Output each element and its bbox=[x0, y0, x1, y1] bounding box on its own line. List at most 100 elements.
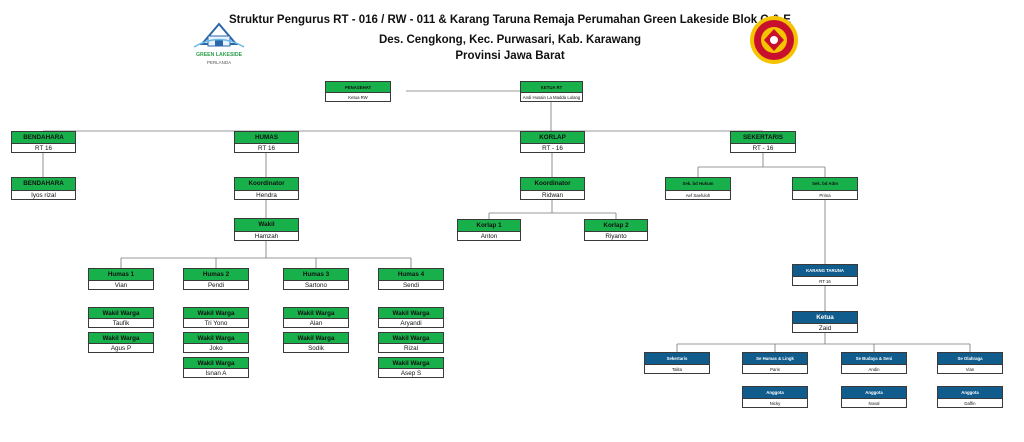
node-wakil-warga: Wakil Warga Joko bbox=[183, 332, 249, 353]
node-name: Alan bbox=[284, 318, 348, 328]
logo-left-title: GREEN LAKESIDE bbox=[196, 52, 243, 58]
node-name: Talita bbox=[645, 364, 709, 374]
node-kt-anggota: Anggota Daffin bbox=[937, 386, 1003, 408]
node-humas-1: Humas 1 Vian bbox=[88, 268, 154, 290]
node-name: Pendi bbox=[184, 280, 248, 290]
green-lakeside-logo: GREEN LAKESIDE PERLANDA bbox=[188, 14, 250, 68]
node-title: Anggota bbox=[842, 387, 906, 398]
node-name: Asep S bbox=[379, 368, 443, 378]
node-title: Humas 2 bbox=[184, 269, 248, 280]
node-title: Anggota bbox=[743, 387, 807, 398]
node-name: Paris bbox=[743, 364, 807, 374]
node-wakil-warga: Wakil Warga Rizal bbox=[378, 332, 444, 353]
node-wakil-warga: Wakil Warga Agus P bbox=[88, 332, 154, 353]
node-title: Se Budaya & Seni bbox=[842, 353, 906, 364]
node-name: Noval bbox=[842, 398, 906, 408]
logo-left-sub: PERLANDA bbox=[207, 60, 231, 65]
node-title: PENASEHAT bbox=[326, 82, 390, 93]
node-name: Agus P bbox=[89, 343, 153, 353]
node-name: Aef Saefuloh bbox=[666, 189, 730, 200]
node-kt-humas: Se Humas & Lingk Paris bbox=[742, 352, 808, 374]
node-title: KARANG TARUNA bbox=[793, 265, 857, 276]
node-name: Nicky bbox=[743, 398, 807, 408]
karang-taruna-emblem-icon bbox=[748, 14, 800, 66]
node-ketua-kt: Ketua Zaid bbox=[792, 311, 858, 333]
node-kt-sekertaris: Sekertaris Talita bbox=[644, 352, 710, 374]
node-wakil-warga: Wakil Warga Asep S bbox=[378, 357, 444, 378]
node-name: Ridwan bbox=[521, 189, 584, 200]
node-name: Vian bbox=[89, 280, 153, 290]
node-name: Iyos rizal bbox=[12, 189, 75, 200]
node-name: RT 16 bbox=[235, 143, 298, 153]
node-kt-anggota: Anggota Nicky bbox=[742, 386, 808, 408]
node-title: Koordinator bbox=[235, 178, 298, 190]
node-name: RT - 16 bbox=[731, 143, 795, 153]
node-title: Wakil Warga bbox=[379, 308, 443, 319]
node-humas-4: Humas 4 Sendi bbox=[378, 268, 444, 290]
node-title: Sek. bd Adm bbox=[793, 178, 857, 190]
node-humas: HUMAS RT 16 bbox=[234, 131, 299, 153]
node-title: Wakil Warga bbox=[284, 308, 348, 319]
node-title: Humas 4 bbox=[379, 269, 443, 280]
node-name: Joko bbox=[184, 343, 248, 353]
node-name: Sendi bbox=[379, 280, 443, 290]
node-humas-2: Humas 2 Pendi bbox=[183, 268, 249, 290]
node-sekertaris: SEKERTARIS RT - 16 bbox=[730, 131, 796, 153]
node-kt-anggota: Anggota Noval bbox=[841, 386, 907, 408]
node-name: Anton bbox=[458, 231, 520, 241]
node-name: Isnan A bbox=[184, 368, 248, 378]
chart-subtitle-location: Des. Cengkong, Kec. Purwasari, Kab. Kara… bbox=[378, 34, 642, 46]
node-name: Riyanto bbox=[585, 231, 647, 241]
node-title: Wakil Warga bbox=[284, 333, 348, 344]
node-title: Wakil bbox=[235, 219, 298, 231]
node-humas-3: Humas 3 Sartono bbox=[283, 268, 349, 290]
node-karang-taruna: KARANG TARUNA RT 16 bbox=[792, 264, 858, 286]
node-bendahara: BENDAHARA RT 16 bbox=[11, 131, 76, 153]
node-title: BENDAHARA bbox=[12, 132, 75, 143]
node-name: Hamzah bbox=[235, 230, 298, 241]
node-title: Se Olahraga bbox=[938, 353, 1002, 364]
node-title: Wakil Warga bbox=[184, 333, 248, 344]
node-sek-hukum: Sek. bd Hukum Aef Saefuloh bbox=[665, 177, 731, 200]
node-wakil-warga: Wakil Warga Isnan A bbox=[183, 357, 249, 378]
node-title: Wakil Warga bbox=[89, 308, 153, 319]
node-name: Sodik bbox=[284, 343, 348, 353]
node-title: Anggota bbox=[938, 387, 1002, 398]
node-name: Ketua RW bbox=[326, 92, 390, 102]
node-name: Andi Husain La Madda Lolang bbox=[521, 92, 582, 102]
node-title: SEKERTARIS bbox=[731, 132, 795, 143]
node-korlap: KORLAP RT - 16 bbox=[520, 131, 585, 153]
node-kt-budaya: Se Budaya & Seni Andin bbox=[841, 352, 907, 374]
node-title: Wakil Warga bbox=[379, 358, 443, 369]
node-ketua-rt: KETUA RT Andi Husain La Madda Lolang bbox=[520, 81, 583, 102]
node-title: KETUA RT bbox=[521, 82, 582, 93]
node-title: Wakil Warga bbox=[184, 358, 248, 369]
chart-subtitle-province: Provinsi Jawa Barat bbox=[455, 50, 565, 62]
node-title: HUMAS bbox=[235, 132, 298, 143]
node-name: Taufik bbox=[89, 318, 153, 328]
node-sek-adm: Sek. bd Adm Prima bbox=[792, 177, 858, 200]
node-title: Sek. bd Hukum bbox=[666, 178, 730, 190]
node-title: BENDAHARA bbox=[12, 178, 75, 190]
node-title: Sekertaris bbox=[645, 353, 709, 364]
node-title: Wakil Warga bbox=[379, 333, 443, 344]
node-name: Zaid bbox=[793, 323, 857, 333]
node-title: Ketua bbox=[793, 312, 857, 323]
node-name: Andin bbox=[842, 364, 906, 374]
node-wakil-warga: Wakil Warga Aryandi bbox=[378, 307, 444, 328]
node-title: Korlap 2 bbox=[585, 220, 647, 231]
node-name: RT 16 bbox=[793, 276, 857, 286]
node-wakil-warga: Wakil Warga Tri Yono bbox=[183, 307, 249, 328]
node-wakil-warga: Wakil Warga Taufik bbox=[88, 307, 154, 328]
node-wakil-warga: Wakil Warga Sodik bbox=[283, 332, 349, 353]
node-name: Rizal bbox=[379, 343, 443, 353]
node-wakil-warga: Wakil Warga Alan bbox=[283, 307, 349, 328]
node-penasehat: PENASEHAT Ketua RW bbox=[325, 81, 391, 102]
node-korlap-2: Korlap 2 Riyanto bbox=[584, 219, 648, 241]
node-title: Wakil Warga bbox=[89, 333, 153, 344]
node-name: Vian bbox=[938, 364, 1002, 374]
node-name: Sartono bbox=[284, 280, 348, 290]
node-name: Hendra bbox=[235, 189, 298, 200]
node-koordinator-korlap: Koordinator Ridwan bbox=[520, 177, 585, 200]
